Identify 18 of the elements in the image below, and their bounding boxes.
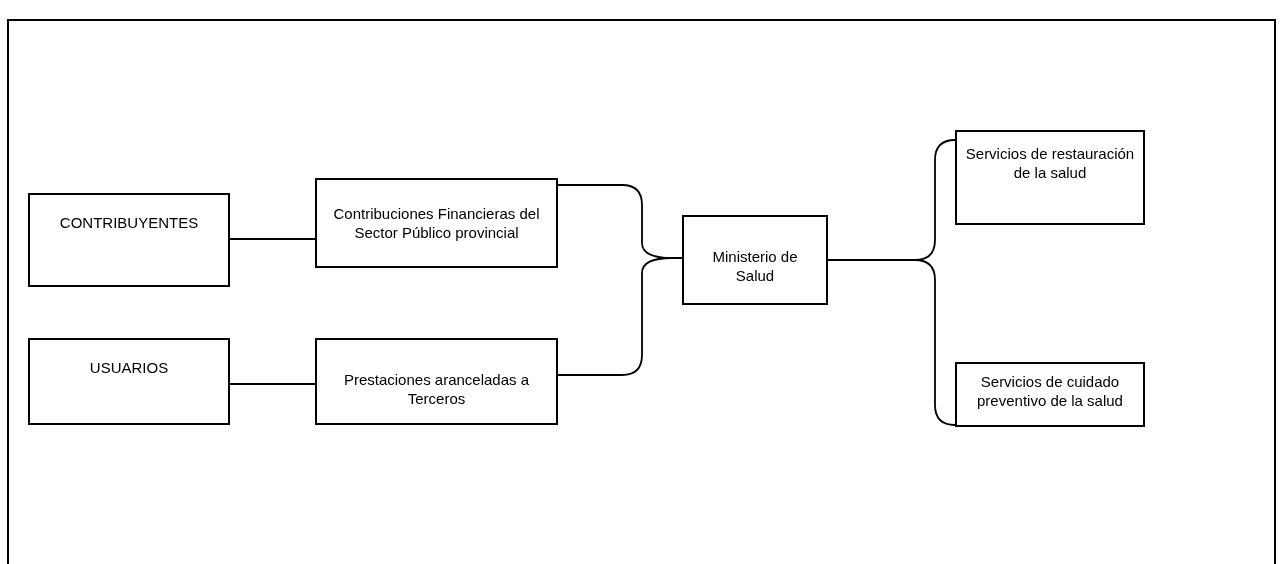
box-label: Prestaciones aranceladas a Terceros (342, 370, 531, 408)
box-label: CONTRIBUYENTES (59, 213, 199, 232)
process-box (28, 338, 230, 425)
process-box (682, 215, 828, 305)
process-box (955, 362, 1145, 427)
box-label: Ministerio de Salud (711, 247, 799, 285)
box-label: Servicios de restauración de la salud (965, 144, 1135, 182)
brace-connector (557, 257, 683, 376)
box-label: Contribuciones Financieras del Sector Público provincial (332, 204, 541, 242)
process-box (28, 193, 230, 287)
box-label: Servicios de cuidado preventivo de la salud (976, 372, 1124, 410)
process-box (955, 130, 1145, 225)
box-label: USUARIOS (89, 358, 169, 377)
process-box (315, 338, 558, 425)
process-box (315, 178, 558, 268)
connector-line (229, 238, 316, 240)
connector-line (229, 383, 316, 385)
brace-connector (827, 259, 956, 426)
